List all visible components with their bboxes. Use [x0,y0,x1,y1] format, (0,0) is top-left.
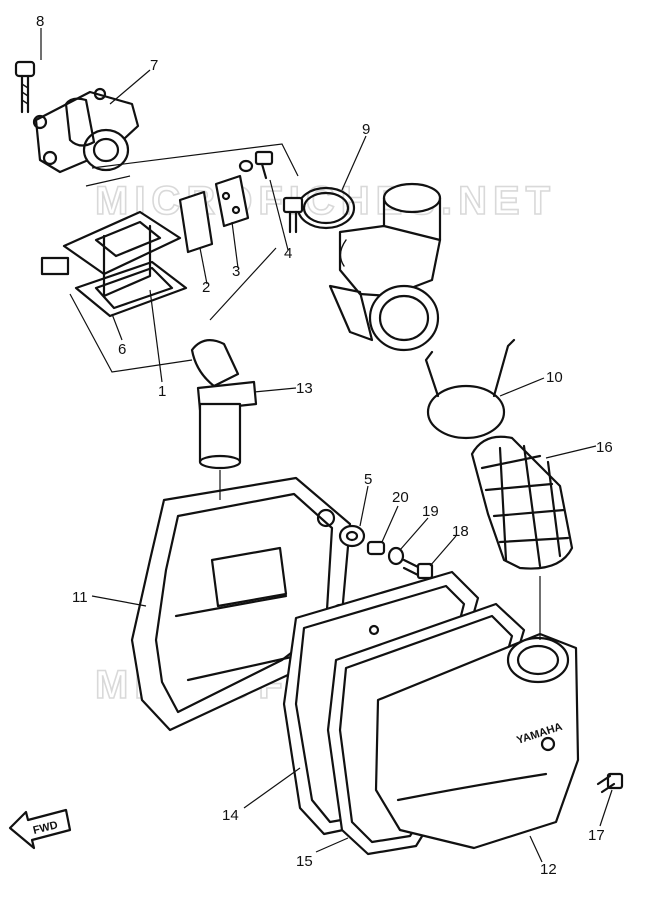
callout-9: 9 [362,121,370,138]
carburetor [328,182,442,352]
callout-numbers: 8 7 9 10 1 2 3 4 6 13 16 5 20 19 18 11 1… [36,13,613,878]
callout-2: 2 [202,279,210,296]
leader-lines [40,28,613,863]
part-12-cap[interactable]: YAMAHA [374,632,580,850]
part-3-reed-plate[interactable] [214,174,250,228]
callout-10: 10 [546,369,563,386]
callout-17: 17 [588,827,605,844]
part-19-washer[interactable] [387,546,405,566]
callout-7: 7 [150,57,158,74]
callout-12: 12 [540,861,557,878]
part-2-reed-stopper[interactable] [178,190,214,254]
part-6-gasket[interactable] [74,260,188,318]
part-18-bolt[interactable] [402,558,434,580]
part-13-joint[interactable] [190,339,258,470]
callout-6: 6 [118,341,126,358]
callout-8: 8 [36,13,44,30]
part-1-reed-valve[interactable] [40,210,182,298]
part-9-clamp[interactable] [282,186,356,234]
part-4-screw[interactable] [238,150,274,180]
part-16-duct[interactable] [470,435,574,570]
part-10-spring-clip[interactable] [424,338,516,440]
part-8-bolt[interactable] [14,60,36,114]
fwd-label: FWD [32,819,59,837]
callout-15: 15 [296,853,313,870]
part-20-collar[interactable] [366,540,386,556]
part-17-screw[interactable] [596,772,624,794]
callout-3: 3 [232,263,240,280]
group-outline [69,143,299,373]
callout-11: 11 [72,589,88,606]
callout-16: 16 [596,439,613,456]
callout-1: 1 [158,383,166,400]
watermark-top: MICROFICHES.NET [95,179,556,223]
fwd-arrow-icon: FWD [8,808,72,850]
callout-13: 13 [296,380,313,397]
callout-20: 20 [392,489,409,506]
callout-18: 18 [452,523,469,540]
callout-19: 19 [422,503,439,520]
part-7-manifold[interactable] [32,87,140,174]
callout-5: 5 [364,471,372,488]
callout-4: 4 [284,245,292,262]
callout-14: 14 [222,807,239,824]
part-5-grommet[interactable] [338,524,366,548]
